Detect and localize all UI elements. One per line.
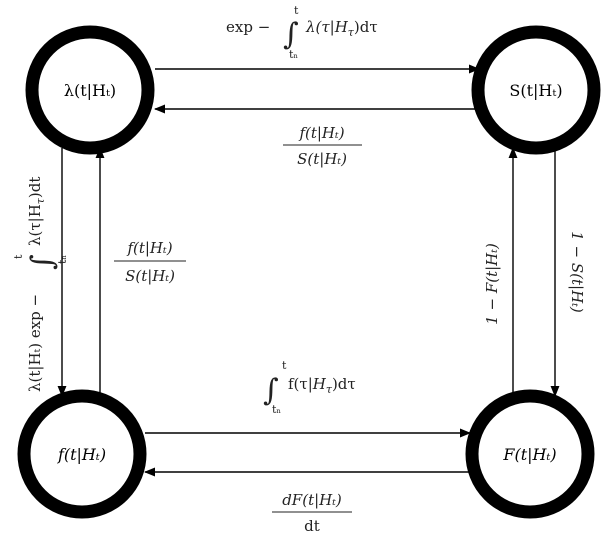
label-hazard-to-survival-integrand: λ(τ|Hτ)dτ	[305, 18, 378, 39]
label-hazard-to-density-upper: t	[12, 254, 25, 259]
label-hazard-to-density-integrand: λ(τ|Hτ)dt	[26, 177, 47, 246]
label-density-to-cdf-upper: t	[282, 359, 287, 372]
node-hazard-label: λ(t|Hₜ)	[64, 81, 116, 100]
label-hazard-to-density: λ(t|Hₜ) exp − ∫ t tₙ λ(τ|Hτ)dt	[12, 177, 69, 392]
node-survival: S(t|Hₜ)	[471, 25, 601, 155]
label-hazard-to-survival-prefix: exp −	[226, 18, 270, 36]
node-density-label: f(t|Hₜ)	[57, 445, 106, 464]
label-survival-to-hazard: f(t|Hₜ) S(t|Hₜ)	[283, 124, 362, 168]
integral-sign: ∫	[283, 17, 299, 52]
label-cdf-to-density-denominator: dt	[304, 517, 320, 535]
label-hazard-to-density-prefix: λ(t|Hₜ) exp −	[26, 294, 44, 392]
label-survival-to-cdf: 1 − S(t|Hₜ)	[568, 231, 586, 313]
label-hazard-to-density-lower: tₙ	[56, 255, 69, 264]
label-density-to-hazard: f(t|Hₜ) S(t|Hₜ)	[114, 239, 186, 285]
label-survival-to-hazard-denominator: S(t|Hₜ)	[297, 150, 347, 168]
label-hazard-to-survival: exp − ∫ t tₙ λ(τ|Hτ)dτ	[226, 4, 378, 61]
node-cdf-label: F(t|Hₜ)	[502, 445, 556, 464]
label-cdf-to-density: dF(t|Hₜ) dt	[272, 491, 352, 535]
label-density-to-cdf: ∫ t tₙ f(τ|Hτ)dτ	[263, 359, 356, 416]
node-cdf: F(t|Hₜ)	[465, 389, 595, 519]
label-cdf-to-survival: 1 − F(t|Hₜ)	[483, 243, 501, 325]
label-density-to-hazard-denominator: S(t|Hₜ)	[125, 267, 175, 285]
node-density: f(t|Hₜ)	[17, 389, 147, 519]
integral-sign: ∫	[263, 373, 279, 408]
label-density-to-hazard-numerator: f(t|Hₜ)	[126, 239, 172, 257]
label-hazard-to-survival-upper: t	[294, 4, 299, 17]
label-survival-to-hazard-numerator: f(t|Hₜ)	[298, 124, 344, 142]
node-survival-label: S(t|Hₜ)	[509, 81, 562, 100]
label-hazard-to-survival-lower: tₙ	[289, 48, 298, 61]
integral-sign: ∫	[25, 254, 60, 270]
label-density-to-cdf-integrand: f(τ|Hτ)dτ	[288, 375, 356, 396]
label-density-to-cdf-lower: tₙ	[272, 403, 281, 416]
label-cdf-to-density-numerator: dF(t|Hₜ)	[282, 491, 342, 509]
node-hazard: λ(t|Hₜ)	[25, 25, 155, 155]
